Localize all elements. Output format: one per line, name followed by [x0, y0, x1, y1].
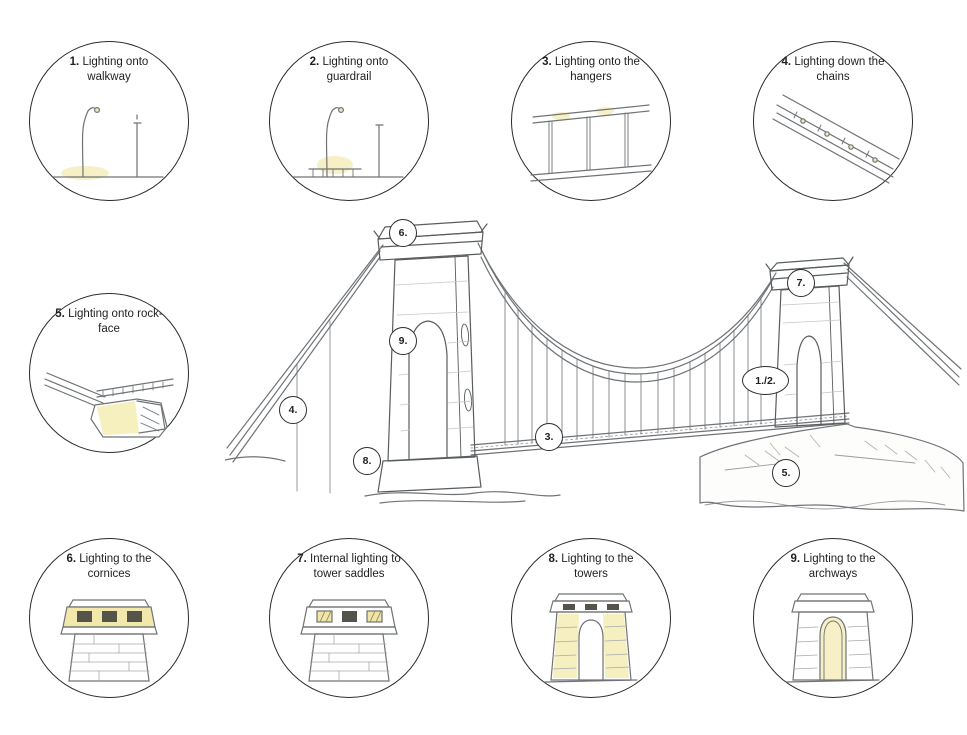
left-tower: [373, 220, 488, 493]
bridge-marker-hangers: 3.: [535, 423, 563, 451]
bridge-marker-chains: 4.: [279, 396, 307, 424]
tower-sketch: [544, 593, 638, 684]
callout-number: 7.: [297, 553, 307, 565]
bridge-marker-rockface: 5.: [772, 459, 800, 487]
callout-lighting-hangers: 3. Lighting onto the hangers: [511, 41, 671, 201]
callout-number: 2.: [309, 56, 320, 68]
callout-number: 6.: [66, 553, 77, 565]
bridge-marker-towers: 8.: [353, 447, 381, 475]
marker-label: 4.: [288, 404, 298, 416]
bridge-marker-archways: 9.: [389, 327, 417, 355]
callout-lighting-towers: 8. Lighting to the towers: [511, 538, 671, 698]
callout-number: 9.: [790, 553, 801, 565]
left-tower-masonry: [395, 280, 474, 432]
right-backstay-chains: [843, 262, 962, 386]
callout-lighting-walkway: 1. Lighting onto walkway: [29, 41, 189, 201]
marker-label: 1./2.: [755, 374, 776, 387]
callout-number: 8.: [548, 553, 559, 565]
callout-text: Lighting down the chains: [794, 56, 885, 83]
bridge-marker-walkway-guardrail: 1./2.: [742, 366, 789, 395]
deck-lattice: [470, 415, 850, 449]
hangers: [504, 292, 762, 446]
tower-saddle-sketch: [300, 599, 398, 683]
callout-label: 3. Lighting onto the hangers: [531, 55, 651, 84]
callout-text: Lighting onto guardrail: [322, 56, 389, 83]
callout-number: 5.: [55, 308, 65, 320]
callout-text: Lighting to the towers: [561, 553, 634, 580]
right-tower-masonry: [781, 301, 844, 396]
callout-label: 7. Internal lighting to tower saddles: [289, 552, 409, 581]
marker-label: 7.: [796, 277, 806, 289]
guardrail-lamp-sketch: [292, 107, 404, 179]
tower-cornice-sketch: [60, 599, 158, 683]
walkway-lamp-sketch: [52, 107, 164, 181]
chains-sketch: [772, 94, 900, 185]
callout-lighting-chains: 4. Lighting down the chains: [753, 41, 913, 201]
rock-hatching: [744, 434, 951, 479]
callout-text: Internal lighting to tower saddles: [310, 553, 401, 580]
callout-number: 1.: [69, 56, 80, 68]
main-chain-mid: [480, 248, 774, 375]
marker-label: 8.: [362, 455, 372, 467]
main-chain-upper: [477, 242, 777, 369]
marker-label: 9.: [398, 335, 408, 347]
callout-text: Lighting to the archways: [803, 553, 876, 580]
callout-number: 4.: [781, 56, 792, 68]
callout-label: 4. Lighting down the chains: [773, 55, 893, 84]
callout-lighting-cornices: 6. Lighting to the cornices: [29, 538, 189, 698]
marker-label: 6.: [398, 227, 408, 239]
callout-text: Lighting onto walkway: [82, 56, 149, 83]
callout-label: 2. Lighting onto guardrail: [289, 55, 409, 84]
callout-internal-lighting-saddles: 7. Internal lighting to tower saddles: [269, 538, 429, 698]
cliff-rock: [699, 423, 965, 512]
callout-lighting-rockface: 5. Lighting onto rock-face: [29, 293, 189, 453]
callout-lighting-guardrail: 2. Lighting onto guardrail: [269, 41, 429, 201]
bridge-marker-cornices: 6.: [389, 219, 417, 247]
main-chain-lower: [480, 256, 774, 383]
hangers-sketch: [530, 104, 652, 183]
callout-lighting-archways: 9. Lighting to the archways: [753, 538, 913, 698]
ground-lines: [225, 456, 561, 504]
callout-label: 8. Lighting to the towers: [531, 552, 651, 581]
deck: [470, 412, 850, 456]
callout-text: Lighting onto the hangers: [554, 56, 640, 83]
marker-label: 3.: [544, 431, 554, 443]
archway-sketch: [786, 593, 880, 684]
callout-text: Lighting to the cornices: [79, 553, 152, 580]
callout-text: Lighting onto rock-face: [68, 308, 163, 335]
bridge-illustration: [225, 220, 965, 512]
callout-label: 5. Lighting onto rock-face: [49, 307, 169, 336]
callout-label: 1. Lighting onto walkway: [49, 55, 169, 84]
rock-face-sketch: [44, 372, 174, 439]
left-backstay-chains: [226, 244, 384, 463]
marker-label: 5.: [781, 467, 791, 479]
callout-number: 3.: [542, 56, 552, 68]
left-support-rods: [296, 320, 331, 494]
bridge-marker-saddles: 7.: [787, 269, 815, 297]
callout-label: 9. Lighting to the archways: [773, 552, 893, 581]
callout-label: 6. Lighting to the cornices: [49, 552, 169, 581]
